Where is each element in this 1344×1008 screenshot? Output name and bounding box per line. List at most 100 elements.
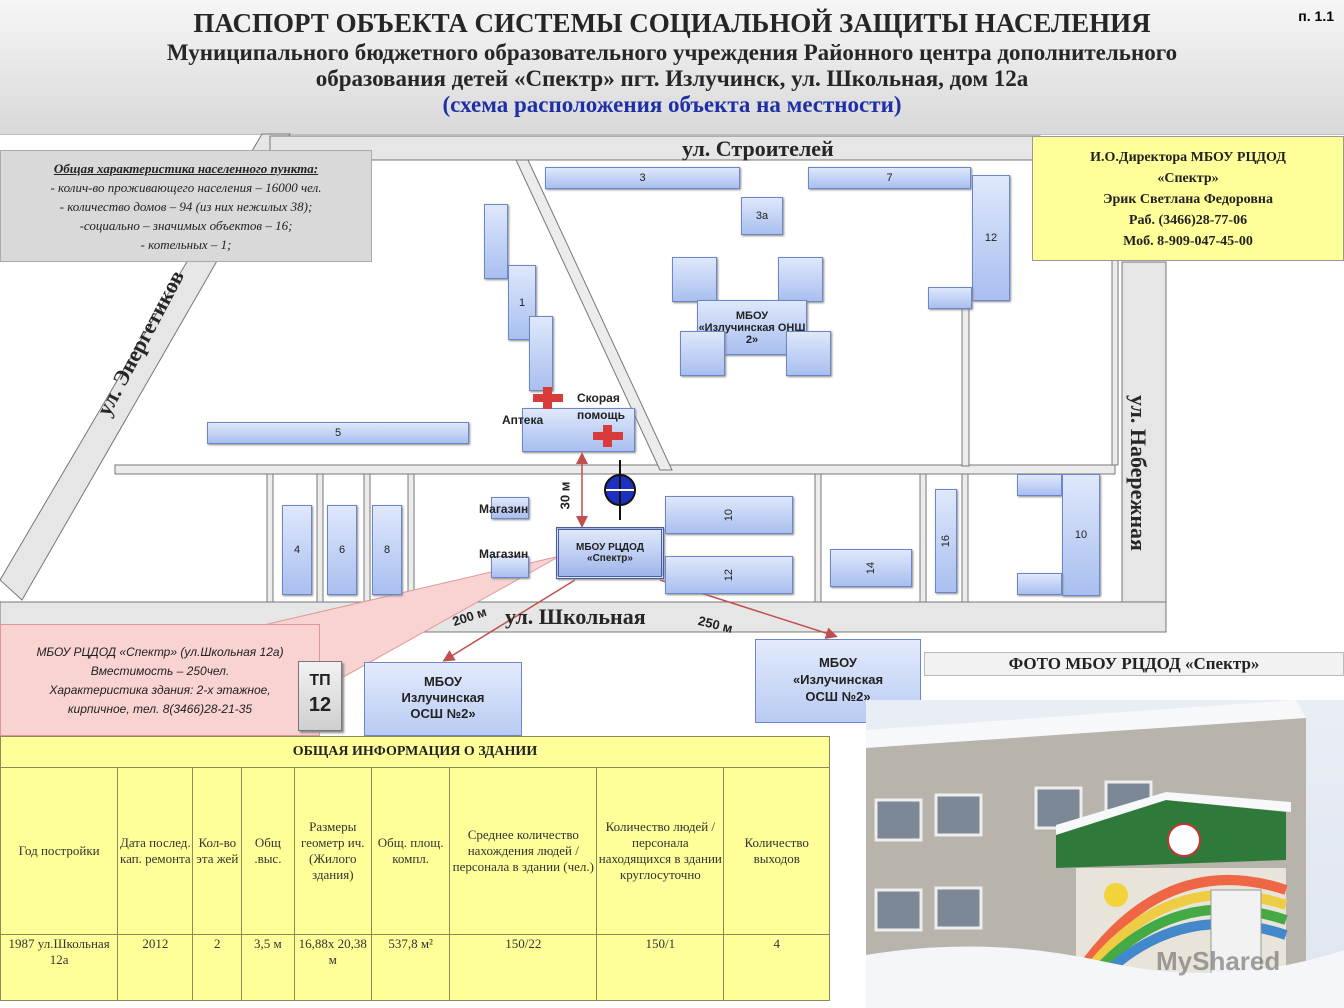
settlement-line: -социально – значимых объектов – 16; — [79, 218, 293, 233]
building-5: 5 — [207, 422, 469, 444]
director-line: И.О.Директора МБОУ РЦДОД — [1090, 150, 1286, 165]
building-onsh-wing-1 — [672, 257, 717, 302]
osh1-line: Излучинская — [401, 690, 485, 705]
callout-line: МБОУ РЦДОД «Спектр» (ул.Школьная 12а) — [36, 645, 284, 659]
street-shkolnaya: ул. Школьная — [505, 604, 646, 629]
building-photo: MyShared — [866, 700, 1344, 1008]
photo-title: ФОТО МБОУ РЦДОД «Спектр» — [924, 652, 1344, 676]
table-cell: 2 — [192, 934, 243, 1001]
tp-number: 12 — [308, 694, 332, 716]
table-header-cell: Количество людей / персонала находящихся… — [596, 767, 725, 935]
label-apteka: Аптека — [502, 413, 544, 427]
table-header-cell: Кол-во эта жей — [192, 767, 243, 935]
osh2-line: МБОУ — [818, 655, 858, 670]
building-10-mid: 10 — [665, 496, 793, 534]
building-10-mid-label: 10 — [723, 508, 735, 522]
building-10-right-top — [1017, 474, 1062, 496]
table-cell: 16,88х 20,38 м — [293, 934, 372, 1001]
director-line: Моб. 8-909-047-45-00 — [1123, 234, 1253, 249]
page-title: ПАСПОРТ ОБЪЕКТА СИСТЕМЫ СОЦИАЛЬНОЙ ЗАЩИТ… — [193, 8, 1151, 38]
street-naberezhnaya: ул. Набережная — [1125, 395, 1151, 551]
road-stroiteley — [269, 135, 1041, 161]
building-info-title: ОБЩАЯ ИНФОРМАЦИЯ О ЗДАНИИ — [0, 736, 830, 768]
building-onsh-wing-2 — [778, 257, 823, 302]
osh-box-1: МБОУ Излучинская ОСШ №2» — [364, 662, 522, 736]
table-cell: 2012 — [117, 934, 194, 1001]
table-header-cell: Общ. площ. компл. — [370, 767, 451, 935]
photo-drawing — [866, 700, 1344, 1008]
osh2-line: «Излучинская — [792, 672, 884, 687]
building-12-mid-label: 12 — [723, 568, 735, 582]
osh1-line: МБОУ — [423, 674, 463, 689]
building-7: 7 — [808, 167, 971, 189]
osh2-line: ОСШ №2» — [805, 689, 871, 704]
building-3a: 3а — [741, 197, 783, 235]
building-1-part-a — [484, 204, 508, 279]
header-banner: ПАСПОРТ ОБЪЕКТА СИСТЕМЫ СОЦИАЛЬНОЙ ЗАЩИТ… — [0, 0, 1344, 135]
page-subtitle-line1: Муниципального бюджетного образовательно… — [166, 40, 1178, 65]
settlement-line: - количество домов – 94 (из них нежилых … — [59, 199, 313, 214]
table-cell: 537,8 м² — [370, 934, 451, 1001]
building-6: 6 — [327, 505, 357, 595]
building-magazin-2 — [491, 556, 529, 578]
table-header-cell: Дата послед. кап. ремонта — [117, 767, 194, 935]
building-12-mid: 12 — [665, 556, 793, 594]
table-cell: 150/22 — [449, 934, 598, 1001]
building-spectr: МБОУ РЦДОД «Спектр» — [556, 527, 664, 579]
page-subtitle-line3: (схема расположения объекта на местности… — [442, 92, 902, 117]
page-number: п. 1.1 — [1298, 8, 1334, 24]
table-cell: 4 — [723, 934, 830, 1001]
road-inner-lane — [114, 464, 1116, 475]
building-10-right-bottom — [1017, 573, 1062, 595]
table-header-cell: Среднее количество нахождения людей / пе… — [449, 767, 598, 935]
road-naberezhnaya — [1121, 261, 1167, 633]
director-box: И.О.Директора МБОУ РЦДОД «Спектр» Эрик С… — [1032, 136, 1344, 261]
label-magazin-1: Магазин — [479, 502, 529, 516]
building-onsh-wing-4 — [786, 331, 831, 376]
table-header-cell: Год постройки — [0, 767, 119, 935]
tp-label: ТП — [309, 672, 331, 689]
table-cell: 3,5 м — [241, 934, 295, 1001]
page-subtitle-line2: образования детей «Спектр» пгт. Излучинс… — [315, 66, 1029, 91]
spectr-callout: МБОУ РЦДОД «Спектр» (ул.Школьная 12а) Вм… — [0, 624, 320, 736]
settlement-info-box: Общая характеристика населенного пункта:… — [0, 150, 372, 262]
building-3: 3 — [545, 167, 740, 189]
callout-line: Вместимость – 250чел. — [90, 664, 230, 678]
tp-12-box: ТП 12 — [298, 661, 342, 731]
building-12-top: 12 — [972, 175, 1010, 301]
osh-box-2: МБОУ «Излучинская ОСШ №2» — [755, 639, 921, 723]
street-stroiteley: ул. Строителей — [682, 136, 834, 161]
settlement-line: - котельных – 1; — [140, 237, 232, 252]
ambulance-cross-icon — [593, 425, 623, 447]
label-magazin-2: Магазин — [479, 547, 529, 561]
building-1-part-c — [529, 316, 553, 391]
director-line: Эрик Светлана Федоровна — [1103, 192, 1273, 207]
building-apteka — [522, 408, 635, 452]
building-14-label: 14 — [865, 561, 877, 575]
table-header-cell: Размеры геометр ич. (Жилого здания) — [293, 767, 372, 935]
settlement-line: - колич-во проживающего населения – 1600… — [50, 180, 322, 195]
label-skoraya: Скорая помощь — [577, 391, 625, 422]
building-10-right: 10 — [1062, 474, 1100, 596]
building-12-annex — [928, 287, 972, 309]
distance-30m: 30 м — [557, 481, 573, 510]
building-16-label: 16 — [940, 534, 952, 548]
table-cell: 1987 ул.Школьная 12а — [0, 934, 119, 1001]
building-4: 4 — [282, 505, 312, 595]
road-diagonal-lane — [515, 159, 673, 471]
building-magazin-1 — [491, 497, 529, 519]
table-cell: 150/1 — [596, 934, 725, 1001]
table-header-cell: Общ .выс. — [241, 767, 295, 935]
director-line: Раб. (3466)28-77-06 — [1128, 213, 1248, 228]
osh1-line: ОСШ №2» — [410, 706, 476, 721]
callout-line: Характеристика здания: 2-х этажное, — [49, 683, 271, 697]
callout-line: кирпичное, тел. 8(3466)28-21-35 — [67, 702, 253, 716]
pharmacy-cross-icon — [533, 387, 563, 409]
building-14: 14 — [830, 549, 912, 587]
building-16: 16 — [935, 489, 957, 593]
photo-watermark: MyShared — [1156, 946, 1281, 976]
building-info-table: ОБЩАЯ ИНФОРМАЦИЯ О ЗДАНИИ Год постройки … — [0, 736, 830, 1001]
table-header-cell: Количество выходов — [723, 767, 830, 935]
director-line: «Спектр» — [1157, 171, 1219, 186]
building-onsh-wing-3 — [680, 331, 725, 376]
